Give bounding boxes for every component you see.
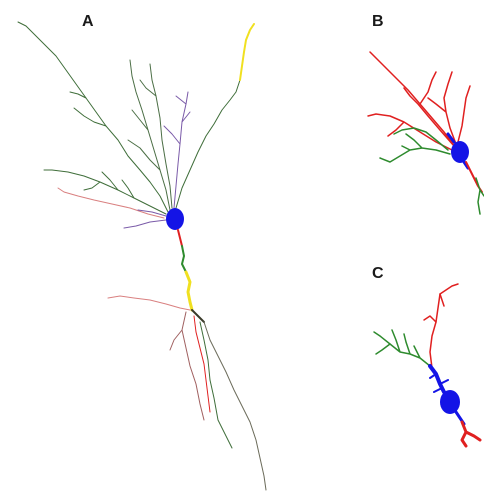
- soma-a: [166, 208, 184, 230]
- neuron-c: [374, 284, 480, 446]
- dendrite-a-left-2: [58, 188, 164, 218]
- lower-a-green-4: [200, 322, 232, 448]
- dendrite-a-upper-mid-1: [130, 60, 170, 210]
- dendrite-c-red-upper: [430, 284, 458, 368]
- dendrite-c-green: [374, 330, 430, 366]
- neuron-b: [368, 52, 484, 214]
- dendrite-a-upper-left-branch: [70, 92, 106, 126]
- dendrite-b-green-1: [380, 134, 450, 162]
- lower-a-long-tract: [204, 322, 266, 490]
- soma-c: [440, 390, 460, 414]
- lower-a-mixed-3: [170, 312, 204, 420]
- axon-a-yellow: [186, 272, 192, 310]
- dendrite-b-lower-green: [476, 178, 484, 214]
- neuron-a: [18, 22, 266, 490]
- dendrite-b-red-5: [458, 86, 470, 142]
- axon-a-upper-yellow: [240, 24, 254, 80]
- dendrite-a-upper-mid-4: [176, 80, 240, 208]
- dendrite-a-upper-left: [18, 22, 168, 212]
- dendrite-b-red-4: [368, 114, 452, 150]
- trunk-a-green: [182, 246, 186, 272]
- dendrite-c-red-branch: [424, 294, 444, 322]
- dendrite-a-left-1: [44, 170, 166, 214]
- proximal-red-a: [178, 230, 182, 246]
- lower-a-red-1: [108, 296, 190, 310]
- dendrite-c-green-2: [376, 344, 390, 354]
- dendrite-c-lower-red: [462, 422, 480, 446]
- soma-b: [451, 141, 469, 163]
